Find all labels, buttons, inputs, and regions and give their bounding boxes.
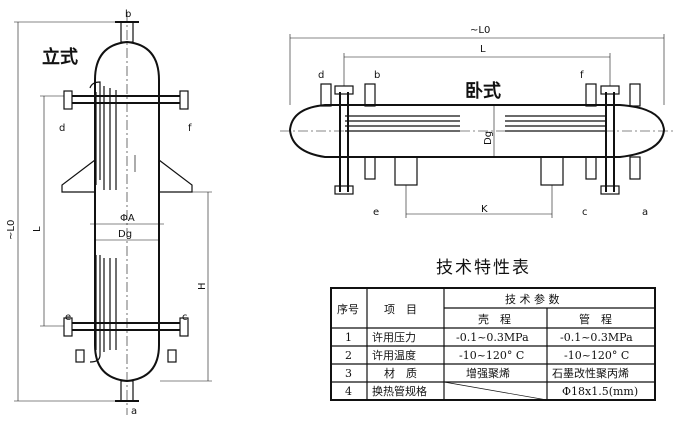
svg-text:石墨改性聚丙烯: 石墨改性聚丙烯	[552, 366, 629, 380]
svg-text:许用压力: 许用压力	[372, 331, 416, 344]
dim-Dg-vertical: Dg	[118, 229, 132, 240]
label-d-horizontal: d	[318, 70, 324, 81]
nozzle-f-horizontal	[585, 83, 597, 107]
svg-text:-10~120° C: -10~120° C	[564, 349, 629, 362]
svg-text:-0.1~0.3MPa: -0.1~0.3MPa	[560, 331, 633, 344]
label-e-vertical: e	[65, 312, 71, 323]
svg-text:材 质: 材 质	[384, 366, 417, 380]
label-b-vertical: b	[125, 9, 131, 20]
table-head-params: 技 术 参 数	[505, 292, 560, 306]
horizontal-exchanger: 卧式 ~L0 L d b f e c a Dg K	[280, 25, 676, 218]
horizontal-shell	[288, 104, 666, 158]
nozzle-b-horizontal	[364, 83, 376, 107]
svg-text:-0.1~0.3MPa: -0.1~0.3MPa	[456, 331, 529, 344]
vertical-tube-bundle-bottom	[89, 255, 117, 363]
horizontal-title: 卧式	[465, 80, 501, 102]
dim-K: K	[481, 204, 488, 215]
svg-text:-10~120° C: -10~120° C	[459, 349, 524, 362]
label-a-horizontal: a	[642, 207, 648, 218]
label-f-vertical: f	[188, 123, 192, 134]
horizontal-tube-bundle	[345, 115, 605, 132]
header-cap-right	[600, 85, 620, 95]
label-e-horizontal: e	[373, 207, 379, 218]
table-row: 1 许用压力 -0.1~0.3MPa -0.1~0.3MPa	[345, 331, 633, 344]
label-a-vertical: a	[131, 406, 137, 417]
nozzle-e-horizontal	[364, 156, 376, 180]
table-head-no: 序号	[337, 302, 359, 316]
dim-Dg-horizontal: Dg	[483, 131, 494, 145]
nozzle-e-vertical	[63, 317, 73, 337]
nozzle-d-vertical	[63, 90, 73, 110]
label-d-vertical: d	[59, 123, 65, 134]
svg-text:Φ18x1.5(mm): Φ18x1.5(mm)	[562, 385, 638, 398]
table-head-item: 项 目	[384, 303, 417, 316]
vertical-tube-bundle-top	[89, 81, 136, 190]
label-c-vertical: c	[182, 312, 188, 323]
table-title: 技术特性表	[436, 258, 531, 278]
dim-L0-horizontal: ~L0	[470, 25, 490, 36]
table-head-shell: 壳 程	[478, 312, 511, 326]
nozzle-d-horizontal	[320, 83, 332, 107]
vertical-title: 立式	[42, 46, 78, 68]
nozzle-right-top	[629, 83, 641, 107]
svg-text:2: 2	[345, 349, 352, 362]
vertical-shell	[94, 40, 160, 383]
vertical-exchanger: 立式 b d f e c a ~L0 L ΦA Dg H	[6, 9, 212, 417]
nozzle-c-vertical	[179, 317, 189, 337]
dim-L-horizontal: L	[480, 44, 486, 55]
saddle-right	[540, 156, 564, 186]
dim-phiA: ΦA	[120, 213, 135, 224]
label-c-horizontal: c	[582, 207, 588, 218]
dim-L-vertical: L	[32, 226, 43, 232]
svg-text:许用温度: 许用温度	[372, 348, 416, 362]
saddle-left	[394, 156, 418, 186]
nozzle-c-horizontal	[585, 156, 597, 180]
table-row: 3 材 质 增强聚烯 石墨改性聚丙烯	[345, 366, 629, 380]
svg-text:4: 4	[345, 385, 352, 398]
support-lug-right	[158, 158, 193, 193]
label-b-horizontal: b	[374, 70, 380, 81]
svg-text:增强聚烯: 增强聚烯	[466, 366, 510, 380]
table-head-tube: 管 程	[579, 312, 612, 326]
header-cap-left	[334, 85, 354, 95]
label-f-horizontal: f	[580, 70, 584, 81]
nozzle-a-horizontal	[629, 156, 641, 180]
svg-text:换热管规格: 换热管规格	[372, 384, 427, 398]
spec-table: 技术特性表 序号 项 目 技 术 参 数 壳 程 管 程 1 许用压力 -0.1…	[330, 258, 656, 401]
table-row: 2 许用温度 -10~120° C -10~120° C	[345, 348, 629, 362]
dim-H: H	[197, 282, 208, 290]
dim-L0-vertical: ~L0	[6, 220, 17, 240]
nozzle-f-vertical	[179, 90, 189, 110]
svg-text:1: 1	[345, 331, 352, 344]
support-lug-left	[61, 158, 96, 193]
table-row: 4 换热管规格 Φ18x1.5(mm)	[345, 384, 638, 398]
svg-text:3: 3	[345, 367, 352, 380]
